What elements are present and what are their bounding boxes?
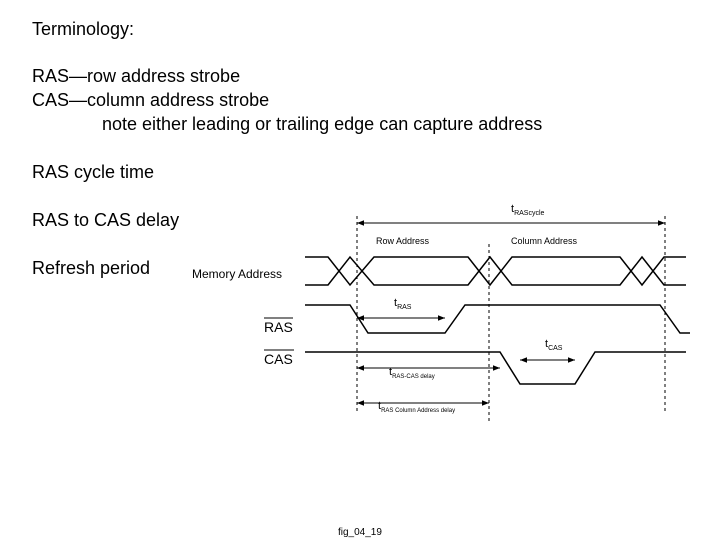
ras-cycle-label: tRAScycle: [511, 203, 545, 217]
memory-address-label: Memory Address: [192, 267, 282, 281]
timing-reference-lines: [356, 216, 666, 422]
figure-caption: fig_04_19: [338, 527, 382, 538]
ras-to-cas-delay-term: RAS to CAS delay: [32, 210, 180, 230]
refresh-period-term: Refresh period: [32, 258, 151, 278]
ras-pulse-label: tRAS: [394, 297, 412, 311]
terminology-heading: Terminology:: [32, 19, 135, 39]
cas-signal-label: CAS: [264, 351, 293, 367]
ras-waveform: [305, 304, 690, 334]
ras-column-delay-label: tRAS Column Address delay: [378, 400, 455, 414]
memory-address-waveform: [305, 255, 686, 287]
row-address-label: Row Address: [376, 236, 430, 246]
column-address-label: Column Address: [511, 236, 578, 246]
ras-cas-delay-label: tRAS-CAS delay: [389, 366, 435, 380]
cas-definition: CAS—column address strobe: [32, 90, 270, 110]
ras-cycle-time-term: RAS cycle time: [32, 162, 155, 182]
ras-signal-label: RAS: [264, 319, 293, 335]
ras-definition: RAS—row address strobe: [32, 66, 241, 86]
cas-waveform: [305, 351, 686, 385]
cas-pulse-label: tCAS: [545, 338, 563, 352]
edge-capture-note: note either leading or trailing edge can…: [102, 114, 543, 134]
